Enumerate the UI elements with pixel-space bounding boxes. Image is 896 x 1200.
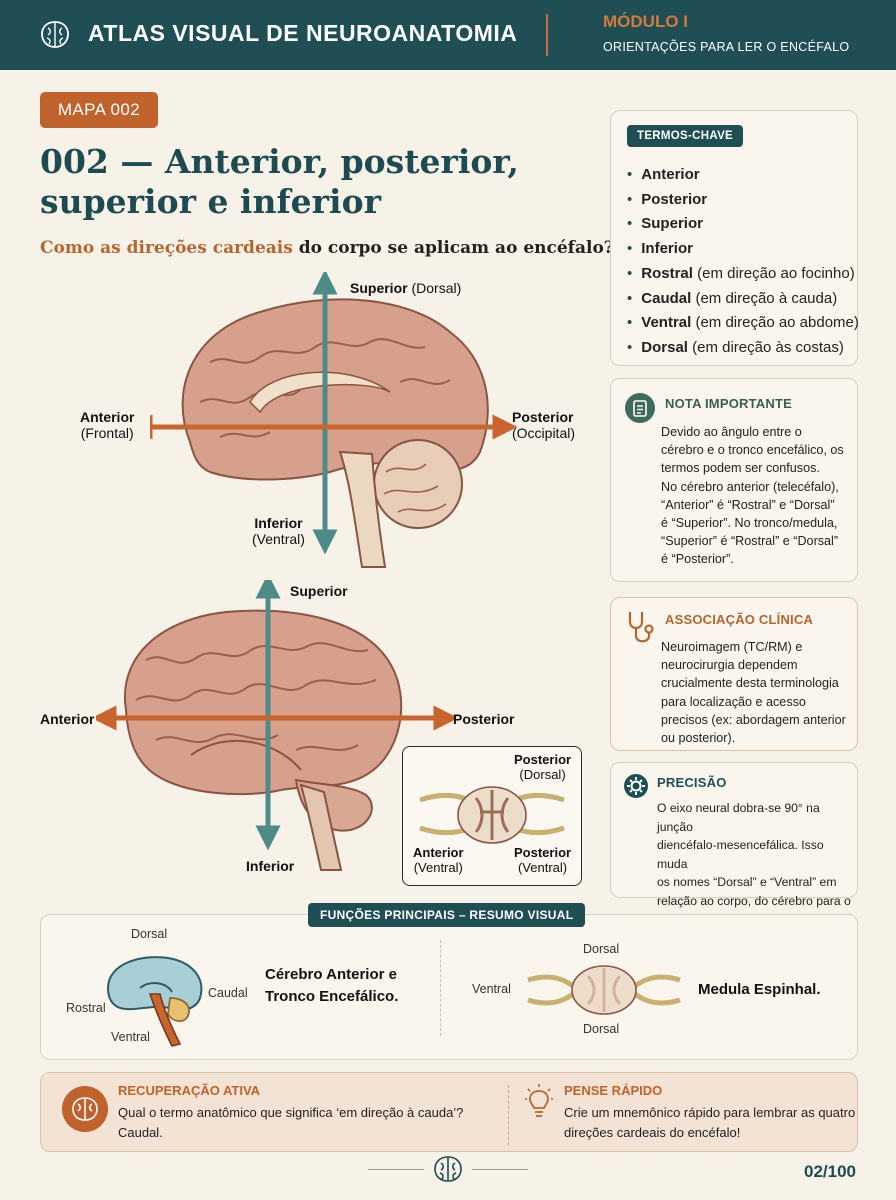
label-anterior-frontal: Anterior(Frontal): [80, 409, 135, 441]
key-terms-card: TERMOS-CHAVE Anterior Posterior Superior…: [610, 110, 859, 366]
recall-title: RECUPERAÇÃO ATIVA: [118, 1083, 261, 1098]
recall-text: Qual o termo anatômico que significa ‘em…: [118, 1105, 464, 1140]
key-terms-tag: TERMOS-CHAVE: [627, 125, 744, 147]
cerebellum: [373, 439, 463, 529]
summary-label-ventral: Ventral: [111, 1030, 150, 1044]
summary-label-dorsal: Dorsal: [131, 927, 168, 941]
quick-think-text: Crie um mnemônico rápido para lembrar as…: [564, 1105, 856, 1140]
term-item: Superior: [627, 212, 859, 237]
clinical-association-card: ASSOCIAÇÃO CLÍNICA Neuroimagem (TC/RM) e…: [610, 597, 858, 751]
label-posterior-occipital: Posterior(Occipital): [512, 409, 576, 441]
page-title-line1: 002 — Anterior, posterior,: [40, 142, 519, 181]
term-item: Rostral (em direção ao focinho): [627, 262, 859, 287]
lightbulb-icon: [525, 1084, 553, 1117]
module-label: MÓDULO I: [603, 12, 688, 31]
review-panel: [40, 1072, 858, 1152]
subtitle-rest: do corpo se aplicam ao encéfalo?: [292, 238, 614, 258]
summary-label-caudal: Caudal: [208, 986, 248, 1000]
forebrain-brainstem-icon: [106, 956, 203, 1047]
quick-think-title: PENSE RÁPIDO: [564, 1083, 663, 1098]
term-item: Inferior: [627, 237, 859, 262]
header-bar: [0, 0, 896, 70]
clipboard-icon: [625, 393, 655, 423]
review-divider: [508, 1085, 509, 1145]
summary-divider: [440, 940, 441, 1036]
stethoscope-icon: [628, 612, 654, 643]
subtitle-highlight: Como as direções cardeais: [40, 238, 293, 258]
page-subtitle: Como as direções cardeais do corpo se ap…: [40, 238, 614, 258]
precision-card: PRECISÃO O eixo neural dobra-se 90° na j…: [610, 762, 858, 926]
atlas-title: ATLAS VISUAL DE NEUROANATOMIA: [88, 20, 518, 46]
term-item: Posterior: [627, 188, 859, 213]
footer-brain-icon: [434, 1156, 462, 1182]
visual-summary-tag: FUNÇÕES PRINCIPAIS – RESUMO VISUAL: [308, 903, 586, 927]
page-title: 002 — Anterior, posterior, superior e in…: [40, 142, 580, 222]
inset-label-posterior-dorsal: Posterior(Dorsal): [514, 752, 572, 782]
summary-spinal-label: Medula Espinhal.: [698, 981, 821, 998]
sagittal-brain-diagram: [150, 272, 518, 568]
label-inferior: Inferior: [246, 858, 295, 874]
brain-recall-icon: [62, 1086, 108, 1132]
important-note-title: NOTA IMPORTANTE: [665, 396, 792, 411]
important-note-card: NOTA IMPORTANTE Devido ao ângulo entre o…: [610, 378, 858, 582]
brainstem: [338, 450, 387, 568]
cerebrum-lateral: [123, 609, 403, 796]
clinical-association-title: ASSOCIAÇÃO CLÍNICA: [665, 612, 814, 627]
footer-line-left: [368, 1169, 424, 1170]
term-item: Caudal (em direção à cauda): [627, 287, 859, 312]
summary-label-rostral: Rostral: [66, 1001, 106, 1015]
summary-spinal-dorsal-bottom: Dorsal: [583, 1022, 620, 1036]
module-subtitle: ORIENTAÇÕES PARA LER O ENCÉFALO: [603, 40, 850, 54]
inset-label-anterior-ventral: Anterior(Ventral): [413, 845, 464, 875]
header-divider: [546, 14, 548, 56]
summary-spinal-ventral: Ventral: [472, 982, 511, 996]
gear-icon: [624, 774, 648, 798]
precision-title: PRECISÃO: [657, 775, 727, 790]
label-posterior: Posterior: [453, 711, 515, 727]
lateral-brain-diagram: [96, 580, 456, 871]
spinal-cord-cross-section: [419, 786, 565, 844]
label-inferior-ventral: Inferior(Ventral): [252, 515, 305, 547]
page-number: 02/100: [804, 1162, 856, 1181]
label-anterior: Anterior: [40, 711, 95, 727]
key-terms-list: Anterior Posterior Superior Inferior Ros…: [627, 163, 859, 361]
page-title-line2: superior e inferior: [40, 182, 381, 221]
term-item: Dorsal (em direção às costas): [627, 336, 859, 361]
term-item: Ventral (em direção ao abdome): [627, 311, 859, 336]
label-superior: Superior: [290, 583, 348, 599]
map-badge: MAPA 002: [40, 92, 158, 128]
summary-spinal-dorsal-top: Dorsal: [583, 942, 620, 956]
term-item: Anterior: [627, 163, 859, 188]
brain-logo-icon: [41, 21, 69, 48]
label-superior-dorsal: Superior (Dorsal): [350, 280, 462, 296]
inset-label-posterior-ventral: Posterior(Ventral): [514, 845, 572, 875]
footer-line-right: [472, 1169, 528, 1170]
brainstem-lateral: [299, 783, 343, 871]
spinal-cord-summary-icon: [527, 965, 681, 1015]
